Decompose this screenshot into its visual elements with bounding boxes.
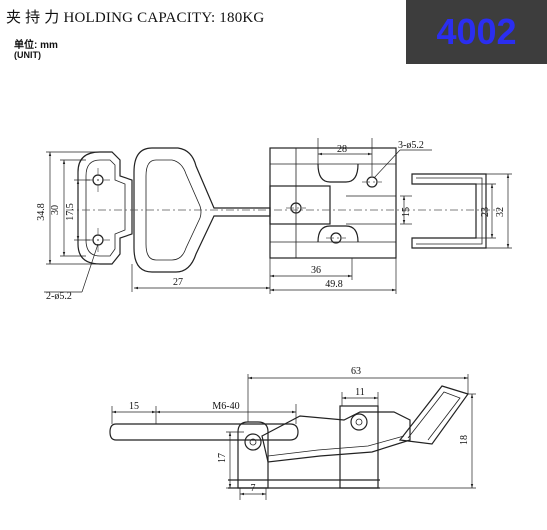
- page-title: 夹 持 力 HOLDING CAPACITY: 180KG: [6, 10, 265, 26]
- u-channel: [411, 173, 487, 249]
- dim-18: 18: [459, 435, 470, 445]
- dim-thread: M6-40: [212, 401, 239, 412]
- dim-7: 7: [251, 483, 256, 494]
- dim-28: 28: [337, 144, 347, 155]
- dim-34-8: 34.8: [36, 203, 47, 221]
- dim-23: 23: [480, 207, 491, 217]
- dim-holes-right: 3-ø5.2: [398, 140, 424, 151]
- rear-bracket: [339, 405, 379, 489]
- dim-27: 27: [173, 277, 183, 288]
- pivot-icon: [244, 433, 262, 451]
- model-number: 4002: [436, 11, 517, 52]
- unit-label-zh: 单位: mm: [14, 40, 58, 51]
- hook-rod: [109, 423, 299, 441]
- side-view-dimensions: 63 11 15 M6-40 17 7 18: [111, 366, 476, 500]
- dim-17: 17: [217, 453, 228, 463]
- dim-36: 36: [311, 265, 321, 276]
- dim-17-5: 17.5: [65, 203, 76, 221]
- dim-15-side: 15: [129, 401, 139, 412]
- unit-label-en: (UNIT): [14, 50, 41, 60]
- top-view: [66, 147, 500, 273]
- side-view: [109, 385, 469, 489]
- dim-30: 30: [50, 205, 61, 215]
- top-view-dimensions: 34.8 30 17.5 27 2-ø5.2 28 3-ø5.2 15: [36, 138, 512, 302]
- model-badge: 4002: [406, 0, 547, 64]
- dim-32: 32: [495, 207, 506, 217]
- dim-holes-left: 2-ø5.2: [46, 291, 72, 302]
- lever-arm: [261, 411, 411, 463]
- dim-15-top: 15: [401, 207, 412, 217]
- dim-49-8: 49.8: [325, 279, 343, 290]
- dim-11: 11: [355, 387, 365, 398]
- base-block: [237, 421, 269, 489]
- dim-63: 63: [351, 366, 361, 377]
- rear-pivot-icon: [350, 413, 368, 431]
